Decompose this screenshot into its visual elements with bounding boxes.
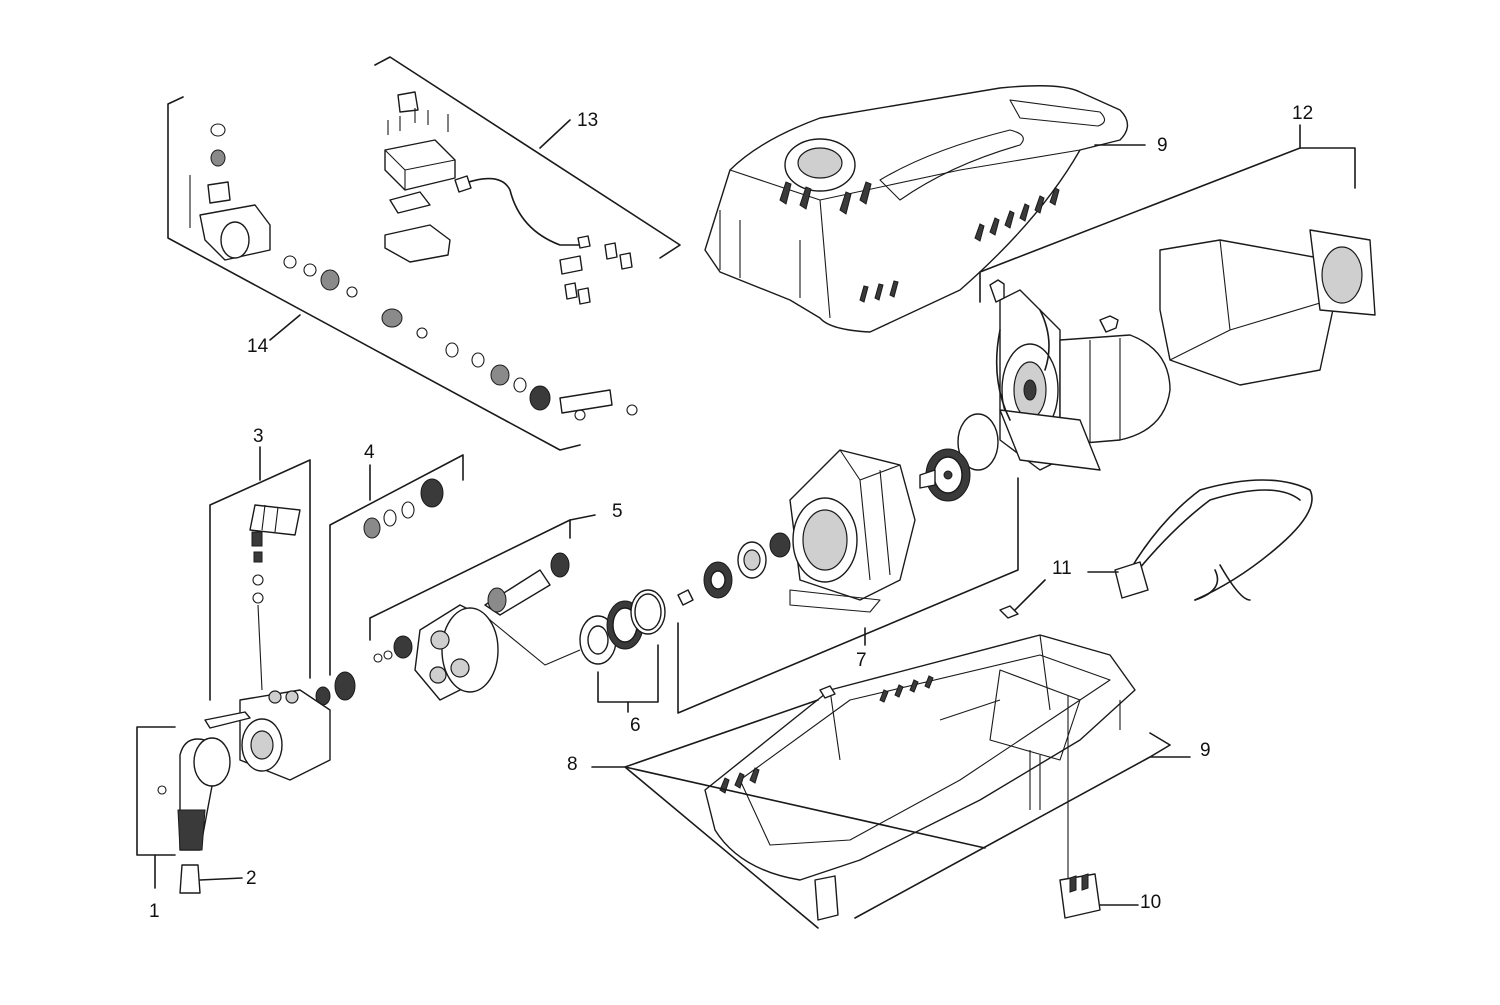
unloader-valve-assembly [189,123,638,421]
label-part-14: 14 [247,336,269,357]
label-part-6: 6 [630,715,641,736]
label-part-12: 12 [1292,103,1313,124]
pressure-switch-assembly [384,91,633,305]
label-part-9-bottom: 9 [1200,740,1211,761]
power-cord [1114,479,1313,601]
seal-rings [579,589,666,665]
gear-and-bearings [677,413,999,606]
label-part-7: 7 [856,650,867,671]
piston-plate-assembly [373,552,581,701]
label-part-3: 3 [253,426,264,447]
motor-assembly [989,229,1376,471]
pump-manifold [157,689,331,894]
base-housing [704,605,1136,921]
label-part-11: 11 [1052,558,1072,579]
part-labels: 14 13 9 12 3 4 5 11 7 6 8 9 2 1 10 [149,103,1313,922]
label-part-4: 4 [364,442,375,463]
label-part-10: 10 [1140,892,1161,913]
label-part-13: 13 [577,110,598,131]
label-part-5: 5 [612,501,623,522]
valve-parts [249,478,444,706]
label-part-1: 1 [149,901,160,922]
label-part-2: 2 [246,868,257,889]
pump-housing [789,449,916,613]
top-cover-housing [704,85,1129,333]
leader-lines [136,56,1356,929]
label-part-8: 8 [567,754,578,775]
label-part-9-top: 9 [1157,135,1168,156]
